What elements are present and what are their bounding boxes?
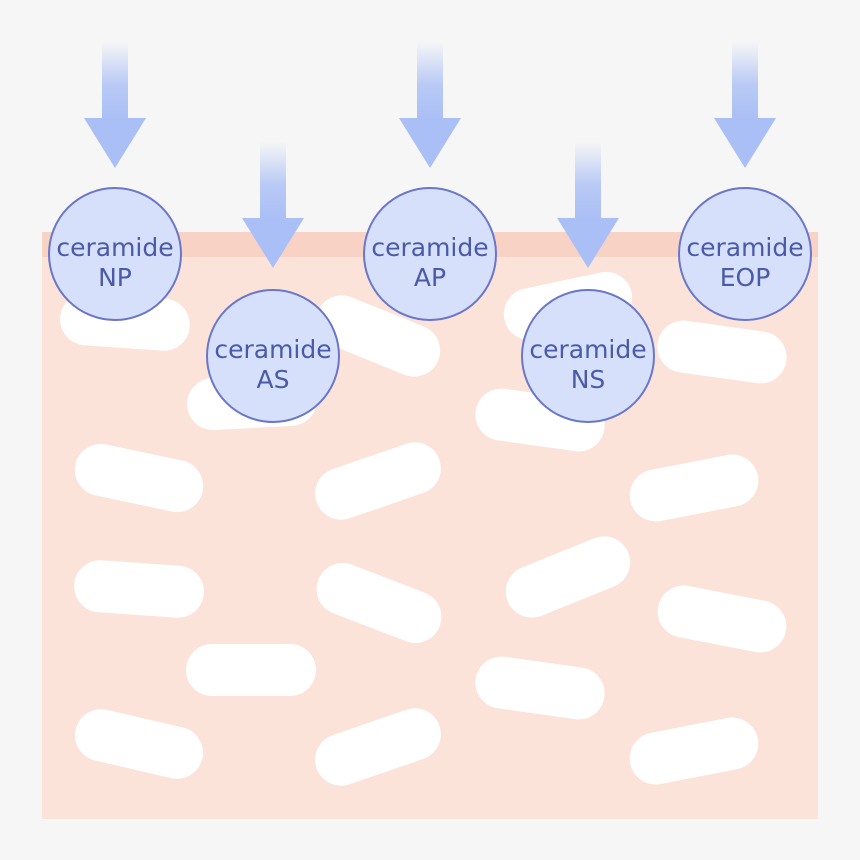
down-arrow-icon: [714, 42, 776, 168]
skin-cell: [74, 443, 204, 513]
ceramide-circle: [363, 187, 497, 321]
ceramide-label-line1: ceramide: [56, 233, 173, 262]
ceramide-circle: [48, 187, 182, 321]
skin-cell: [505, 536, 631, 618]
down-arrow-icon: [399, 42, 461, 168]
ceramide-label-line2: NP: [98, 263, 132, 292]
down-arrow-icon: [557, 142, 619, 268]
skin-cell: [74, 560, 204, 618]
ceramide-label-line2: AS: [257, 365, 290, 394]
skin-cell: [629, 717, 759, 785]
ceramide-label-line2: EOP: [720, 263, 771, 292]
skin-cell: [316, 563, 442, 643]
down-arrow-icon: [84, 42, 146, 168]
ceramide-circle: [521, 289, 655, 423]
skin-cell: [657, 585, 787, 653]
skin-cell: [475, 656, 605, 720]
ceramide-circle: [678, 187, 812, 321]
skin-cell: [74, 709, 204, 779]
arrows: [84, 42, 776, 268]
ceramide-label-line1: ceramide: [686, 233, 803, 262]
skin-cell: [315, 708, 441, 786]
ceramide-label-line2: NS: [571, 365, 606, 394]
ceramide-label-line1: ceramide: [529, 335, 646, 364]
ceramide-circle: [206, 289, 340, 423]
skin-cell: [657, 320, 787, 384]
skin-cell: [315, 442, 441, 520]
skin-cell: [315, 295, 441, 377]
skin-cell: [629, 454, 759, 522]
ceramide-label-line1: ceramide: [214, 335, 331, 364]
ceramide-circles: ceramideNPceramideASceramideAPceramideNS…: [48, 187, 812, 423]
down-arrow-icon: [242, 142, 304, 268]
ceramide-label-line1: ceramide: [371, 233, 488, 262]
skin-cell: [186, 644, 316, 696]
ceramide-label-line2: AP: [414, 263, 446, 292]
